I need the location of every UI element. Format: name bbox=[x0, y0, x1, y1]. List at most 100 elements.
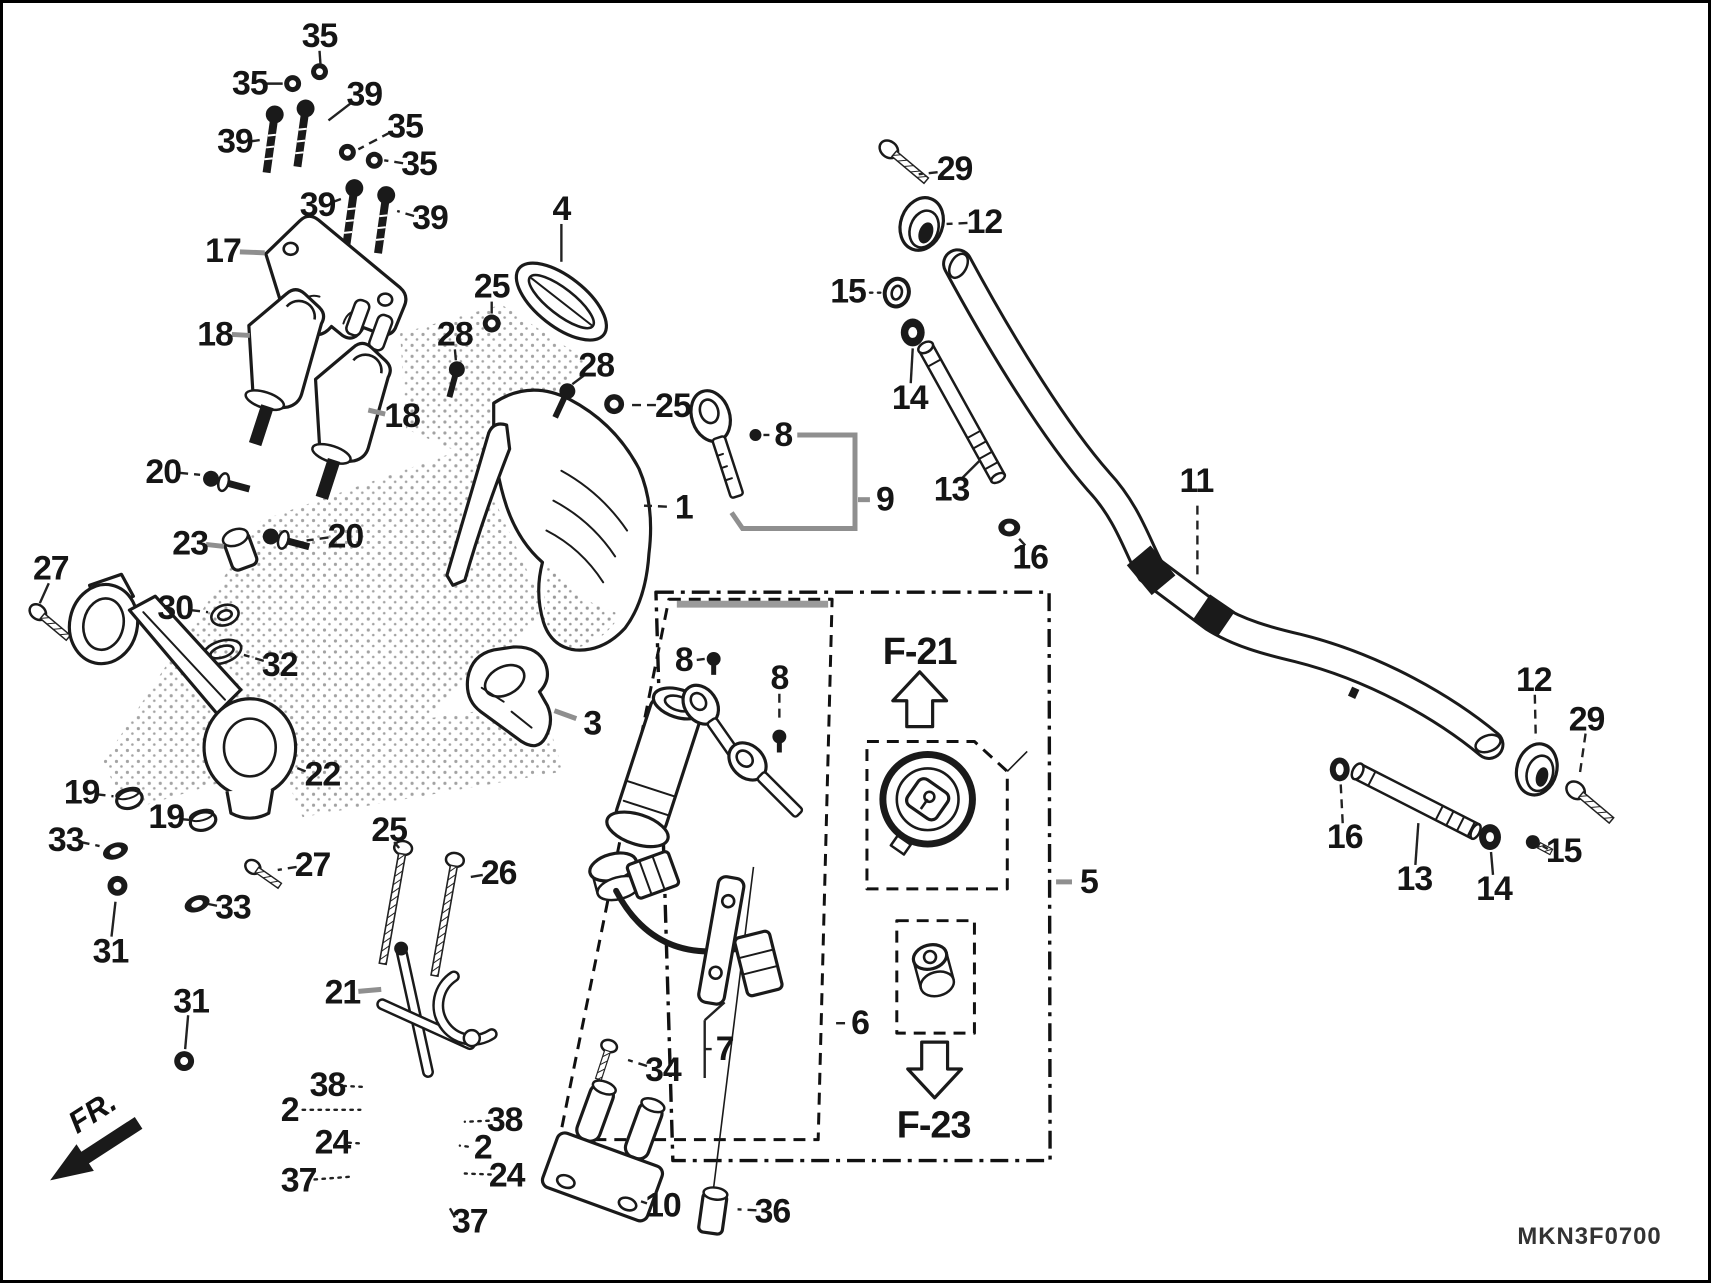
callout-35: 35 bbox=[232, 65, 268, 103]
switch-bolt-8b bbox=[772, 729, 787, 753]
callout-15: 15 bbox=[1546, 832, 1582, 870]
callout-39: 39 bbox=[346, 76, 382, 114]
cover-nut-b bbox=[604, 394, 625, 415]
washer-b bbox=[1479, 824, 1501, 851]
callout-24: 24 bbox=[315, 1124, 352, 1162]
leader-13 bbox=[961, 459, 982, 479]
leader-39 bbox=[250, 138, 265, 143]
callout-16: 16 bbox=[1327, 818, 1363, 856]
leader-32 bbox=[243, 653, 265, 663]
f21-ring-box bbox=[865, 740, 1009, 891]
callout-16: 16 bbox=[1012, 538, 1048, 576]
leader-35 bbox=[384, 159, 404, 165]
callout-5: 5 bbox=[1080, 863, 1098, 901]
switch-bracket-7 bbox=[697, 875, 746, 1006]
callout-8: 8 bbox=[774, 416, 792, 454]
callout-31: 31 bbox=[93, 933, 129, 971]
leader-39 bbox=[332, 195, 347, 204]
weight-screw-a bbox=[878, 139, 930, 185]
leader-39 bbox=[396, 209, 415, 218]
callout-26: 26 bbox=[481, 854, 517, 892]
cap-nut-a bbox=[107, 875, 128, 896]
handle-lower-cover bbox=[465, 645, 553, 748]
callout-15: 15 bbox=[830, 273, 866, 311]
switch-bolt-34 bbox=[594, 1038, 619, 1081]
leader-27 bbox=[277, 865, 297, 872]
leader-29 bbox=[1578, 733, 1587, 776]
key-washer bbox=[749, 428, 762, 441]
callout-39: 39 bbox=[217, 122, 253, 160]
callout-38: 38 bbox=[310, 1066, 346, 1104]
callout-28: 28 bbox=[578, 346, 614, 384]
leader-30 bbox=[190, 608, 209, 614]
flange-bolt-b bbox=[244, 858, 283, 890]
leader-10 bbox=[640, 1200, 648, 1205]
leader-25 bbox=[393, 841, 401, 849]
leader-22 bbox=[290, 764, 307, 773]
f21-arrow bbox=[891, 670, 949, 729]
leader-26 bbox=[470, 873, 483, 879]
callout-7: 7 bbox=[716, 1030, 734, 1068]
cover-nut-a bbox=[482, 314, 501, 333]
cover-screw-b bbox=[552, 383, 576, 419]
f23-arrow bbox=[906, 1040, 964, 1100]
callout-33: 33 bbox=[48, 821, 84, 859]
leader-33 bbox=[80, 840, 100, 848]
frame-ref-F-21: F-21 bbox=[883, 631, 957, 673]
leader-2 bbox=[458, 1144, 470, 1148]
callout-37: 37 bbox=[452, 1202, 488, 1240]
callout-20: 20 bbox=[145, 453, 181, 491]
bar-end-pipe-b bbox=[1350, 762, 1482, 841]
snap-ring-b bbox=[1329, 757, 1350, 782]
callout-35: 35 bbox=[401, 145, 437, 183]
f21-box-corner-leader bbox=[1006, 750, 1028, 772]
leader-35 bbox=[357, 131, 391, 151]
switch-bolt-8a bbox=[706, 651, 721, 675]
leader-29 bbox=[918, 171, 938, 176]
leader-20 bbox=[306, 536, 329, 542]
callout-12: 12 bbox=[1516, 661, 1552, 699]
leader-28 bbox=[571, 374, 585, 386]
leader-39 bbox=[327, 102, 352, 122]
callout-2: 2 bbox=[281, 1091, 299, 1129]
callout-29: 29 bbox=[937, 150, 973, 188]
long-bolt-25 bbox=[378, 839, 414, 966]
leader-14 bbox=[1489, 851, 1495, 876]
callout-39: 39 bbox=[412, 199, 448, 237]
leader-33 bbox=[206, 902, 218, 907]
mount-bolt-a bbox=[203, 470, 251, 493]
frame-ref-F-23: F-23 bbox=[897, 1105, 971, 1147]
washer-a bbox=[900, 318, 925, 347]
lock-clamp-stay bbox=[376, 941, 498, 1078]
leader-16 bbox=[1339, 784, 1344, 824]
callout-32: 32 bbox=[262, 646, 298, 684]
leader-38 bbox=[342, 1084, 365, 1089]
callout-2: 2 bbox=[474, 1129, 492, 1167]
callout-30: 30 bbox=[157, 589, 193, 627]
long-bolt-26 bbox=[430, 851, 466, 978]
callout-36: 36 bbox=[755, 1192, 791, 1230]
callout-3: 3 bbox=[583, 705, 601, 743]
callout-18: 18 bbox=[384, 397, 420, 435]
leader-19 bbox=[181, 817, 193, 822]
callout-8: 8 bbox=[770, 659, 788, 697]
callout-18: 18 bbox=[197, 315, 233, 353]
top-bridge bbox=[67, 572, 298, 820]
callout-8: 8 bbox=[675, 641, 693, 679]
callout-11: 11 bbox=[1180, 462, 1214, 500]
callout-38: 38 bbox=[487, 1101, 523, 1139]
leader-21 bbox=[358, 986, 382, 994]
callout-22: 22 bbox=[305, 755, 341, 793]
leader-16 bbox=[1014, 533, 1027, 547]
callout-23: 23 bbox=[172, 524, 208, 562]
leader-17 bbox=[239, 249, 265, 256]
callout-13: 13 bbox=[1397, 860, 1433, 898]
leader-18 bbox=[231, 331, 250, 338]
callout-19: 19 bbox=[64, 773, 100, 811]
callout-17: 17 bbox=[205, 232, 241, 270]
cover-screw-a bbox=[446, 361, 465, 398]
bar-weight-grommet-b bbox=[1514, 742, 1559, 797]
bar-weight-grommet-a bbox=[898, 196, 945, 252]
callout-25: 25 bbox=[474, 268, 510, 306]
leader-31 bbox=[110, 901, 117, 937]
